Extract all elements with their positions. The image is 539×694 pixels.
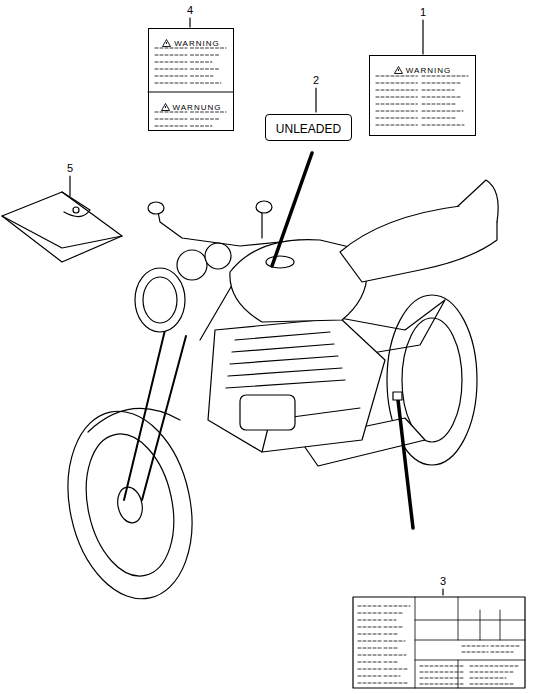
- tachometer: [205, 243, 231, 269]
- callout-number: 1: [420, 6, 426, 18]
- leader-line: [422, 20, 423, 54]
- warning-heading: WARNING: [406, 66, 451, 75]
- unleaded-label: UNLEADED: [265, 114, 352, 141]
- label-spot: [393, 392, 402, 400]
- speedometer: [177, 250, 207, 280]
- mirror: [256, 201, 272, 213]
- warning-label: WARNING: [369, 55, 476, 136]
- tail-cowl: [458, 180, 498, 222]
- front-wheel: [52, 400, 209, 611]
- warning-label: WARNING WARNUNG: [148, 28, 234, 131]
- rear-rim: [402, 318, 462, 442]
- fuel-label-text: UNLEADED: [276, 122, 341, 136]
- leader-line: [442, 589, 443, 595]
- headlight: [135, 268, 185, 332]
- warning-triangle: [394, 66, 403, 74]
- label-heading-row: UNLEADED: [276, 119, 341, 137]
- warning-triangle: [162, 39, 171, 47]
- engine-cover: [240, 395, 295, 430]
- fuel-cap: [266, 256, 294, 268]
- warning-heading: WARNUNG: [173, 103, 222, 112]
- envelope-button: [73, 207, 79, 213]
- engine: [208, 318, 385, 452]
- handlebar: [158, 212, 300, 246]
- leader-line: [315, 88, 316, 112]
- fine-print: [155, 48, 520, 684]
- label-divider: [148, 91, 233, 92]
- leader-line: [189, 18, 190, 27]
- label-heading-row: WARNING: [162, 32, 219, 50]
- callout-number: 2: [313, 74, 319, 86]
- label-grid: [415, 597, 525, 688]
- headlight-lens: [143, 277, 177, 323]
- callout-number: 5: [67, 162, 73, 174]
- label-heading-row: WARNUNG: [161, 96, 222, 114]
- front-hub: [115, 485, 146, 525]
- pointer-line: [398, 400, 413, 528]
- warning-triangle: [161, 103, 170, 111]
- pointer-line: [272, 153, 312, 266]
- label-heading-row: WARNING: [394, 59, 451, 77]
- callout-number: 3: [440, 575, 446, 587]
- front-rim: [74, 426, 186, 584]
- front-fork: [124, 330, 186, 500]
- engine-fins: [226, 332, 360, 452]
- info-label: [353, 597, 525, 688]
- leader-line: [69, 176, 70, 196]
- mirror: [148, 202, 164, 214]
- callout-number: 4: [187, 4, 193, 16]
- seat: [340, 205, 497, 282]
- warning-heading: WARNING: [174, 39, 219, 48]
- envelope-flap: [2, 192, 122, 248]
- manual-envelope: [2, 192, 122, 262]
